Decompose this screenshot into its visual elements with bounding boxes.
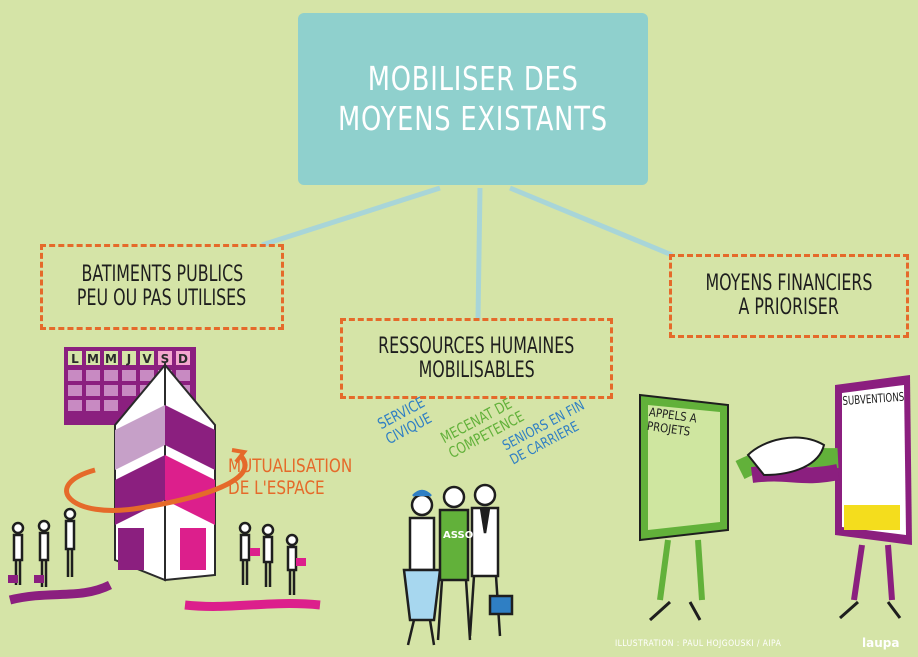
category-box-human-resources: RESSOURCES HUMAINES MOBILISABLES (340, 318, 613, 399)
laupa-logo: laupa (862, 636, 900, 650)
category-title-line: BATIMENTS PUBLICS (81, 262, 243, 287)
main-title-box: MOBILISER DES MOYENS EXISTANTS (298, 13, 648, 185)
calendar-day: V (142, 352, 152, 366)
category-title-line: MOYENS FINANCIERS (705, 271, 873, 296)
category-title-line: MOBILISABLES (418, 357, 535, 383)
people-queue-icon (11, 507, 299, 595)
mutualisation-line: DE L'ESPACE (228, 477, 325, 499)
volunteers-icon (402, 483, 514, 646)
category-box-buildings: BATIMENTS PUBLICS PEU OU PAS UTILISES (40, 244, 284, 330)
illustration-credit: ILLUSTRATION : PAUL HOJGOUSKI / AIPA (615, 639, 782, 649)
mutualisation-line: MUTUALISATION (228, 455, 353, 477)
calendar-day: S (161, 352, 170, 366)
category-title-line: RESSOURCES HUMAINES (378, 333, 575, 359)
calendar-day: M (87, 352, 99, 366)
mutualisation-label: MUTUALISATION DE L'ESPACE (228, 455, 352, 499)
connector-lines (261, 185, 673, 321)
building-icon (64, 362, 248, 582)
main-title-line: MOBILISER DES (367, 59, 579, 98)
calendar-day: D (178, 352, 188, 366)
calendar-day: J (126, 352, 131, 366)
calendar-day: M (105, 352, 117, 366)
category-title-line: A PRIORISER (738, 295, 840, 320)
main-title-line: MOYENS EXISTANTS (338, 99, 608, 138)
handshake-icon (639, 375, 912, 622)
category-title-line: PEU OU PAS UTILISES (77, 286, 247, 311)
asso-label: ASSO (443, 530, 474, 541)
path-decorations (8, 580, 321, 611)
briefcase-icons (8, 548, 306, 583)
calendar-day: L (71, 352, 79, 366)
category-box-finance: MOYENS FINANCIERS A PRIORISER (669, 254, 909, 338)
